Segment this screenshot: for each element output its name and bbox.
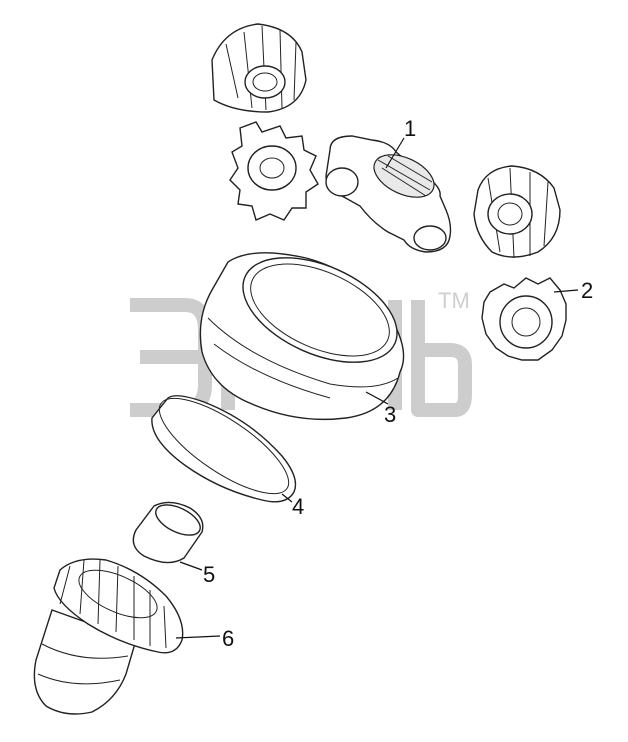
side-pinion-gear xyxy=(481,277,567,361)
callout-leader-lines xyxy=(175,137,579,639)
callout-3: 3 xyxy=(384,402,396,427)
callout-1: 1 xyxy=(404,116,416,141)
trademark-mark: TM xyxy=(438,288,470,313)
spur-gear-left xyxy=(229,121,319,221)
differential-case-ring xyxy=(199,252,405,421)
callout-4: 4 xyxy=(292,494,304,519)
callout-5: 5 xyxy=(203,562,215,587)
side-pinion-gear-top xyxy=(211,23,307,113)
retaining-ring xyxy=(151,395,297,503)
bushing-sleeve xyxy=(132,501,204,564)
differential-spider-cross xyxy=(325,135,452,253)
side-pinion-gear-right xyxy=(473,165,561,259)
bevel-drive-gear xyxy=(33,558,184,715)
callout-2: 2 xyxy=(581,278,593,303)
callout-6: 6 xyxy=(222,626,234,651)
